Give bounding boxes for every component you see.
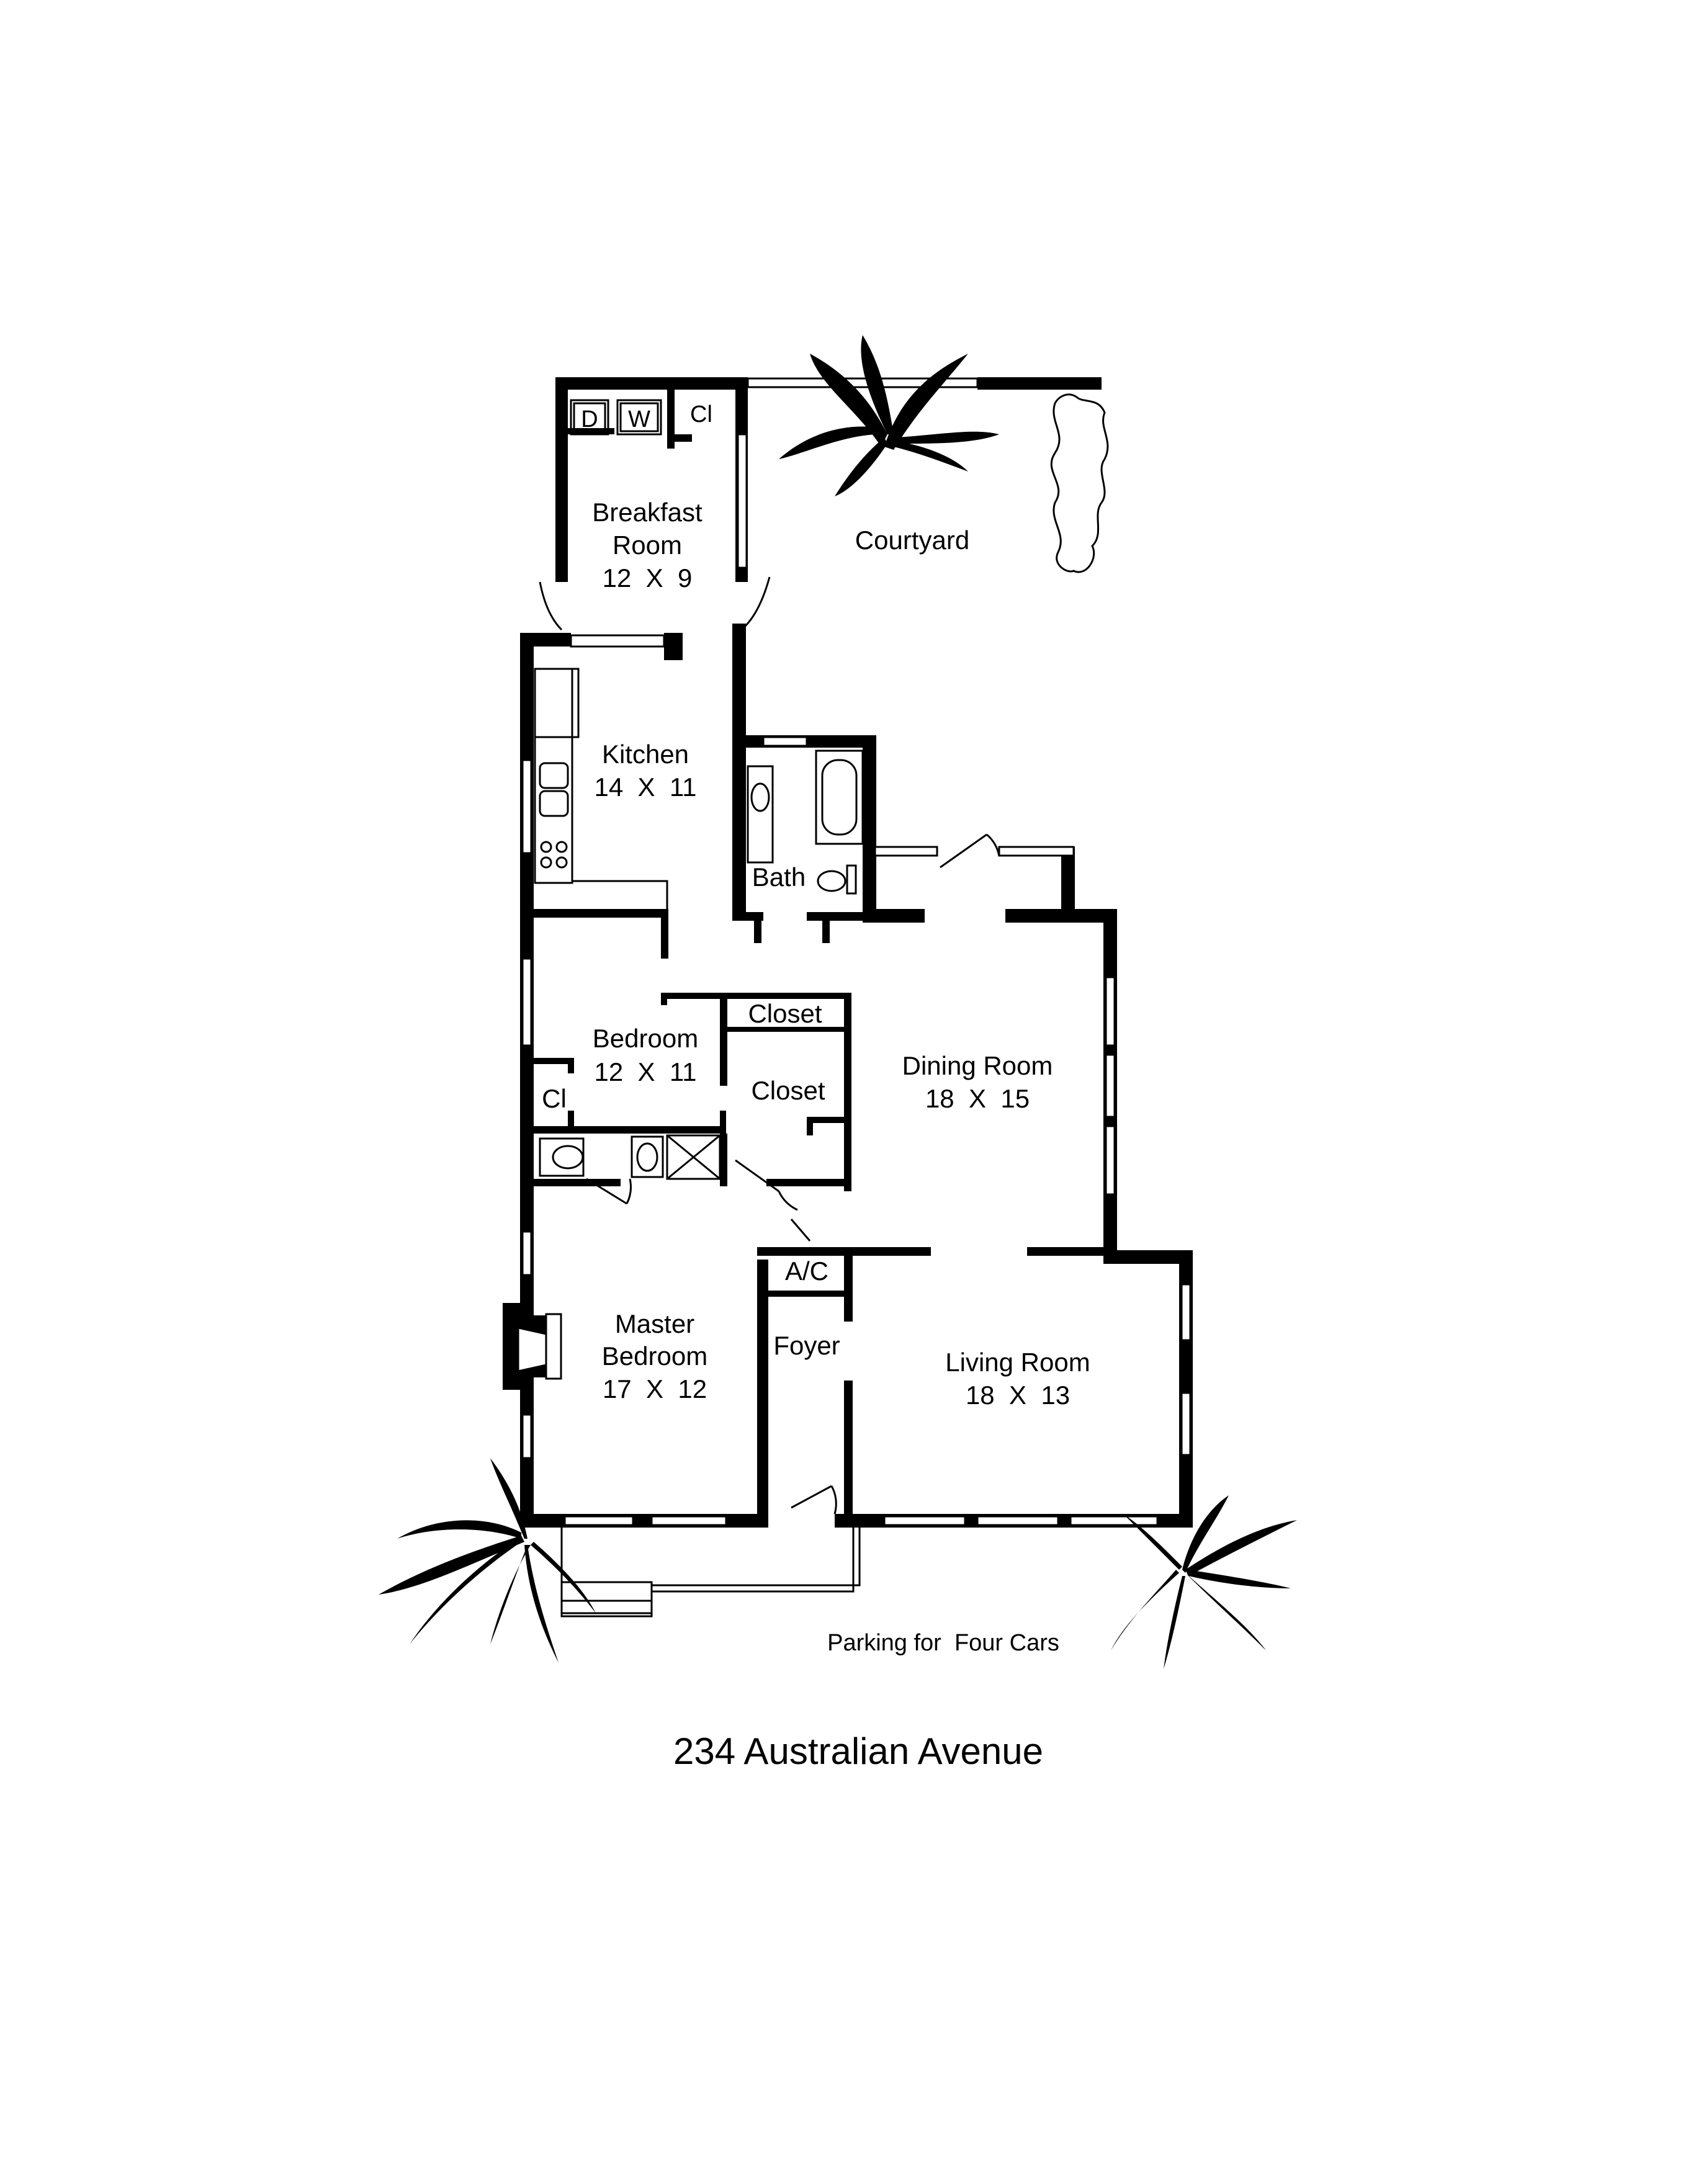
- bedroom-bath-fixtures: [539, 1134, 721, 1180]
- master-bedroom-name-1: Master: [615, 1309, 694, 1338]
- bedroom-name: Bedroom: [593, 1024, 698, 1053]
- closet-top-name: Closet: [748, 999, 822, 1028]
- palm-plant-top: [779, 335, 999, 496]
- fireplace: [503, 1303, 562, 1390]
- bath-name: Bath: [752, 862, 806, 892]
- ac-name: A/C: [785, 1256, 828, 1286]
- dryer-label: D: [581, 406, 598, 432]
- address-title: 234 Australian Avenue: [673, 1730, 1043, 1772]
- palm-plant-right: [1111, 1495, 1297, 1669]
- courtyard-name: Courtyard: [855, 526, 969, 555]
- master-bedroom-dims: 17 X 12: [603, 1374, 707, 1403]
- palm-plant-left: [379, 1458, 596, 1663]
- closet-mid-name: Closet: [751, 1076, 825, 1105]
- master-bedroom-name-2: Bedroom: [602, 1341, 707, 1371]
- dining-room-name: Dining Room: [902, 1051, 1053, 1080]
- shrub-outline: [1050, 393, 1109, 573]
- living-room-dims: 18 X 13: [966, 1381, 1070, 1410]
- parking-note: Parking for Four Cars: [827, 1630, 1059, 1656]
- kitchen-dims: 14 X 11: [594, 772, 696, 802]
- bath-fixtures: [747, 750, 864, 895]
- porch: [560, 1528, 861, 1618]
- laundry-closet-label: Cl: [690, 401, 712, 427]
- laundry: [570, 399, 662, 436]
- breakfast-room-name-2: Room: [613, 530, 682, 560]
- living-room-name: Living Room: [945, 1348, 1090, 1377]
- bedroom-closet-label: Cl: [542, 1084, 567, 1113]
- foyer-name: Foyer: [773, 1331, 840, 1360]
- dining-room-dims: 18 X 15: [925, 1084, 1030, 1113]
- breakfast-room-name-1: Breakfast: [592, 498, 703, 527]
- bedroom-dims: 12 X 11: [594, 1057, 696, 1086]
- windows: [521, 433, 1192, 1526]
- doors: [539, 576, 1000, 1515]
- room-labels: D W Cl Breakfast Room 12 X 9 Courtyard K…: [542, 401, 1090, 1656]
- washer-label: W: [628, 406, 650, 432]
- kitchen-fixtures: [534, 668, 668, 912]
- breakfast-room-dims: 12 X 9: [603, 563, 693, 593]
- kitchen-name: Kitchen: [602, 740, 689, 769]
